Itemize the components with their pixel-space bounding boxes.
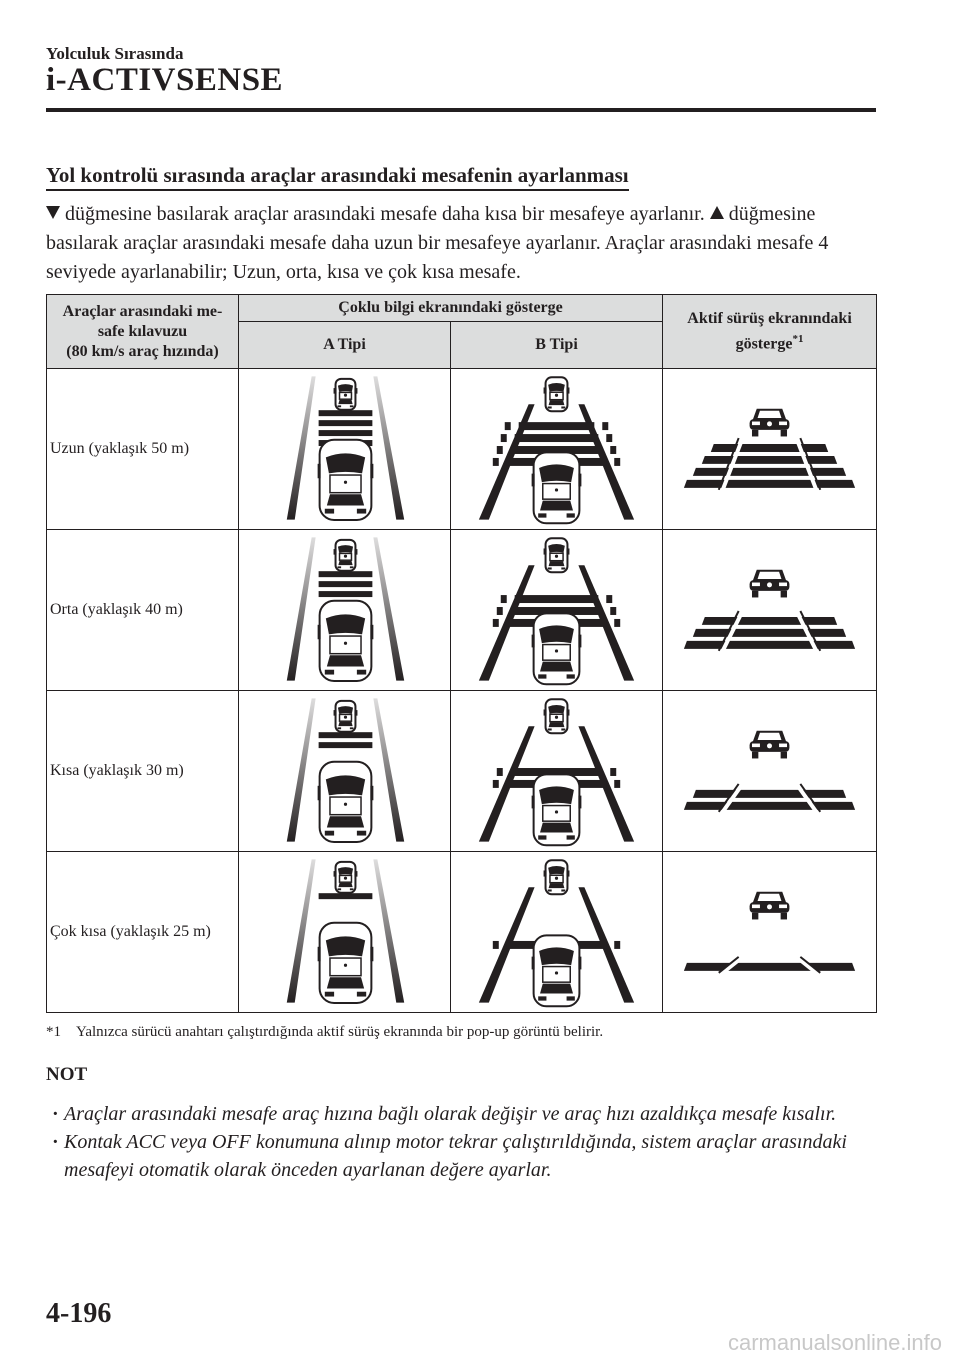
active-header-text: Aktif sürüş ekranındaki gösterge xyxy=(687,309,852,353)
col-header-multi-info: Çoklu bilgi ekranındaki gösterge xyxy=(237,294,664,322)
active-cell xyxy=(662,529,878,691)
active-cell xyxy=(662,368,878,530)
type-a-cell xyxy=(238,529,451,691)
table-row: Kısa (yaklaşık 30 m) xyxy=(46,690,878,852)
watermark: carmanualsonline.info xyxy=(727,1330,942,1355)
active-driving-illustration xyxy=(683,891,856,975)
type-b-illustration xyxy=(478,537,635,686)
down-triangle-icon xyxy=(46,206,60,219)
type-a-illustration xyxy=(286,859,405,1004)
active-cell xyxy=(662,690,878,852)
distance-label: Uzun (yaklaşık 50 m) xyxy=(46,368,239,530)
distance-label: Çok kısa (yaklaşık 25 m) xyxy=(46,851,239,1013)
active-driving-illustration xyxy=(683,569,856,652)
type-a-cell xyxy=(238,690,451,852)
col-header-guide: Araçlar arasındaki me- safe kılavuzu (80… xyxy=(46,294,239,369)
col-header-type-a: A Tipi xyxy=(238,321,451,369)
type-b-illustration xyxy=(478,376,635,525)
note-item: Kontak ACC veya OFF konumuna alınıp moto… xyxy=(52,1128,872,1184)
page-number: 4-196 xyxy=(46,1298,112,1329)
active-cell xyxy=(662,851,878,1013)
active-header-sup: *1 xyxy=(792,332,804,345)
distance-table: Araçlar arasındaki me- safe kılavuzu (80… xyxy=(46,294,878,1013)
intro-part2: düğmesine basılarak araçlar arasındaki m… xyxy=(46,203,829,283)
footnote: *1 Yalnızca sürücü anahtarı çalıştırdığın… xyxy=(46,1024,603,1041)
type-a-cell xyxy=(238,368,451,530)
sub-heading: Yol kontrolü sırasında araçlar arasındak… xyxy=(46,162,629,191)
intro-part1: düğmesine basılarak araçlar arasındaki m… xyxy=(65,203,705,225)
col-header-active-driving: Aktif sürüş ekranındaki gösterge*1 xyxy=(662,294,878,369)
col-header-type-b: B Tipi xyxy=(449,321,664,369)
type-b-cell xyxy=(449,851,664,1013)
type-a-illustration xyxy=(286,376,405,521)
header-rule xyxy=(46,108,876,112)
up-triangle-icon xyxy=(709,206,724,219)
type-a-illustration xyxy=(286,698,405,843)
type-a-cell xyxy=(238,851,451,1013)
distance-label: Orta (yaklaşık 40 m) xyxy=(46,529,239,691)
table-row: Uzun (yaklaşık 50 m) xyxy=(46,368,878,530)
footnote-mark: *1 xyxy=(46,1024,61,1040)
type-b-cell xyxy=(449,529,664,691)
active-driving-illustration xyxy=(683,730,856,813)
note-item: Araçlar arasındaki mesafe araç hızına ba… xyxy=(52,1100,872,1128)
footnote-text: Yalnızca sürücü anahtarı çalıştırdığında… xyxy=(76,1024,604,1040)
type-a-illustration xyxy=(286,537,405,682)
note-list: Araçlar arasındaki mesafe araç hızına ba… xyxy=(52,1100,872,1184)
table-row: Çok kısa (yaklaşık 25 m) xyxy=(46,851,878,1013)
type-b-cell xyxy=(449,690,664,852)
intro-paragraph: düğmesine basılarak araçlar arasındaki m… xyxy=(46,200,876,287)
distance-label: Kısa (yaklaşık 30 m) xyxy=(46,690,239,852)
note-title: NOT xyxy=(46,1064,88,1085)
table-row: Orta (yaklaşık 40 m) xyxy=(46,529,878,691)
chapter-title: i-ACTIVSENSE xyxy=(46,62,284,98)
type-b-cell xyxy=(449,368,664,530)
section-label: Yolculuk Sırasında xyxy=(46,44,184,63)
type-b-illustration xyxy=(478,698,635,847)
type-b-illustration xyxy=(478,859,635,1008)
active-driving-illustration xyxy=(683,408,856,491)
